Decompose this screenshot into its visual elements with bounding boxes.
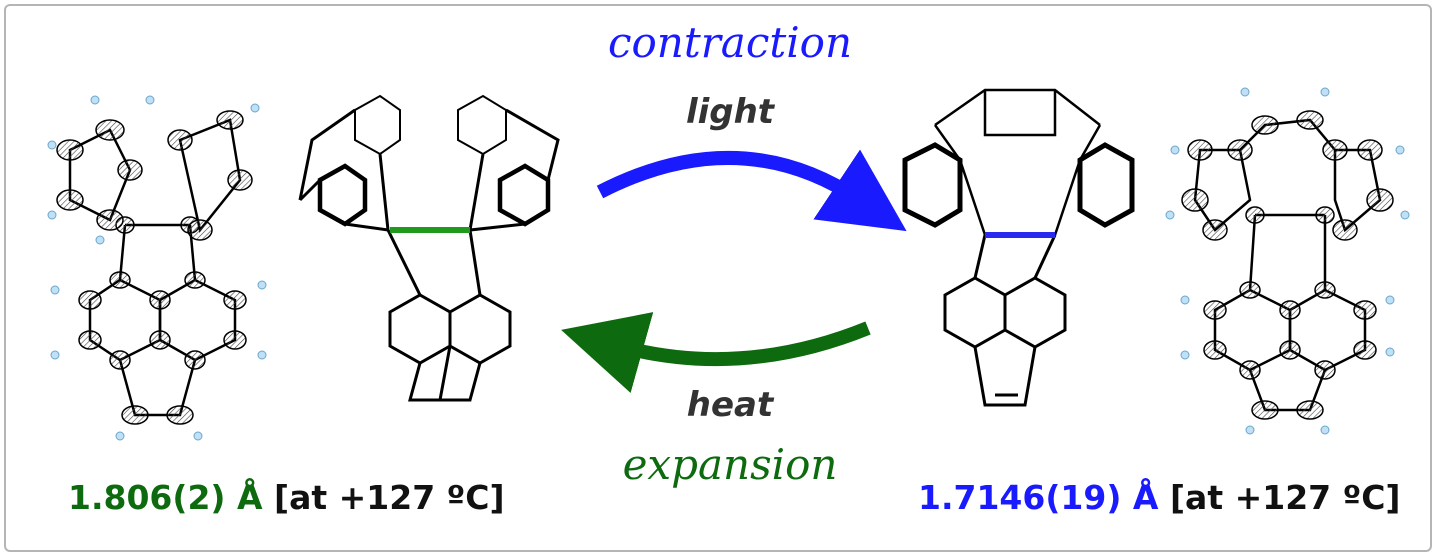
figure-frame	[4, 4, 1432, 552]
right-molecule-structure	[902, 88, 1135, 407]
contraction-label: contraction	[607, 18, 853, 67]
left-bond-value: 1.806(2) Å	[68, 478, 263, 517]
right-bond-condition: [at +127 ºC]	[1169, 478, 1401, 517]
light-label: light	[685, 92, 775, 132]
right-crystal-structure	[1165, 87, 1410, 435]
expansion-label: expansion	[622, 440, 838, 489]
left-molecule-structure	[298, 94, 560, 402]
left-crystal-structure	[47, 95, 267, 441]
right-bond-length: 1.7146(19) Å [at +127 ºC]	[918, 478, 1401, 517]
heat-arrow	[561, 312, 871, 393]
left-bond-length: 1.806(2) Å [at +127 ºC]	[68, 478, 505, 517]
right-bond-value: 1.7146(19) Å	[918, 478, 1159, 517]
heat-label: heat	[686, 385, 774, 425]
left-bond-condition: [at +127 ºC]	[274, 478, 505, 517]
light-arrow	[596, 149, 907, 232]
